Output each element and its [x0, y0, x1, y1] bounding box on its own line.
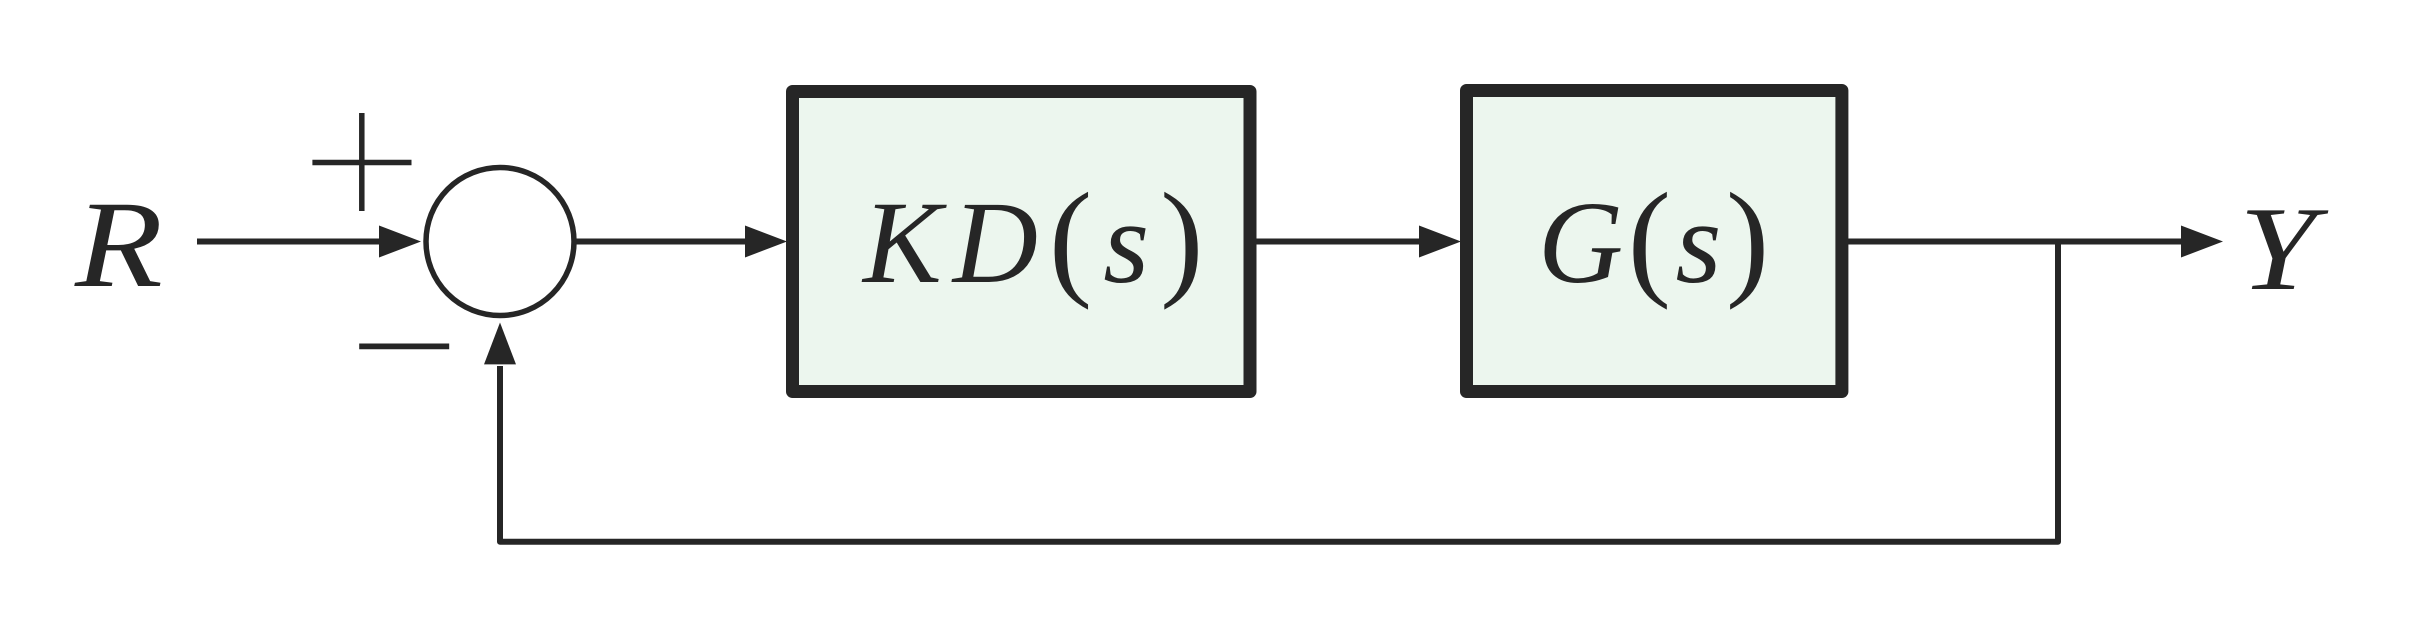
svg-text:Y: Y — [2239, 183, 2329, 316]
svg-text:KD(s): KD(s) — [861, 167, 1214, 311]
svg-text:R: R — [74, 176, 163, 314]
svg-text:G(s): G(s) — [1538, 167, 1774, 311]
